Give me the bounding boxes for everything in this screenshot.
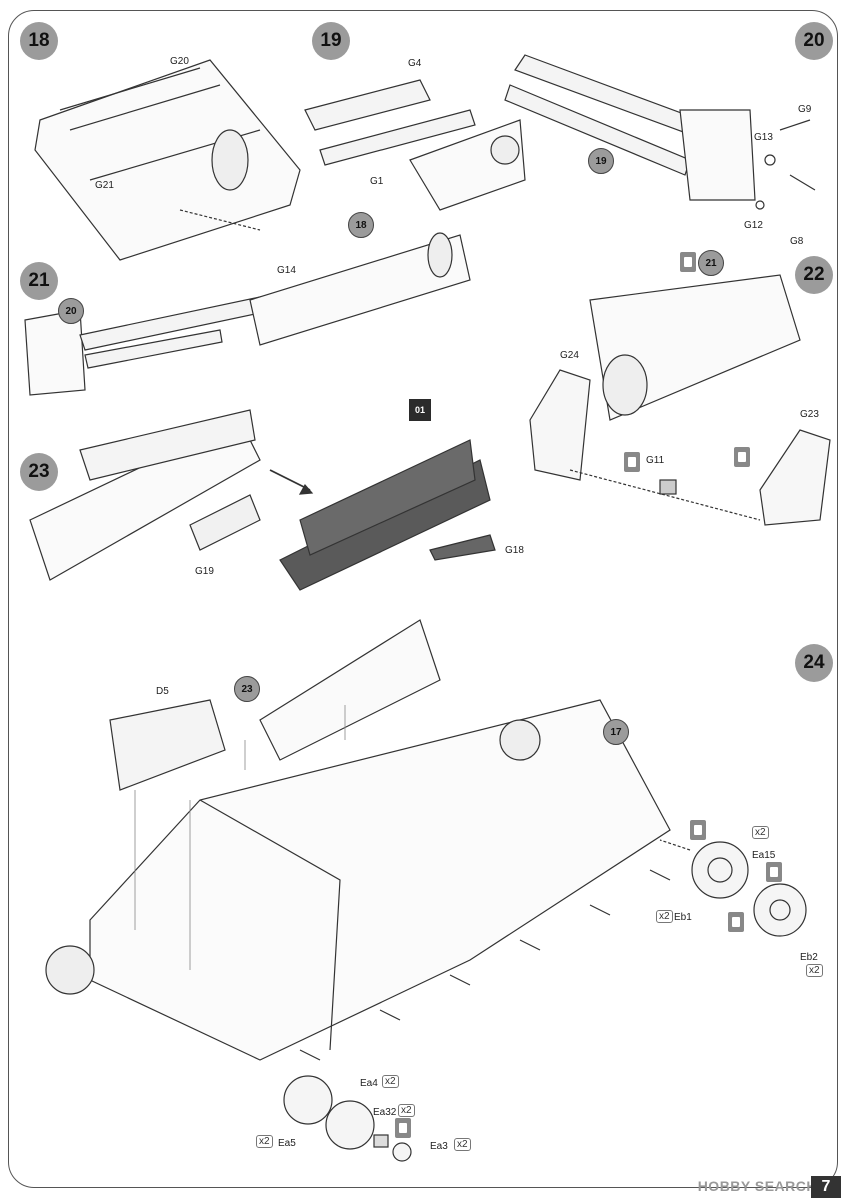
glue-icon xyxy=(766,862,782,882)
step-24-badge: 24 xyxy=(795,644,833,682)
page-number: 7 xyxy=(811,1176,841,1198)
part-g18-label: G18 xyxy=(505,545,524,556)
step-23-badge: 23 xyxy=(20,453,58,491)
ref-18-circle: 18 xyxy=(348,212,374,238)
glue-icon xyxy=(728,912,744,932)
footer-logo: HOBBY SEARCH xyxy=(697,1178,817,1194)
multiplier-x2: x2 xyxy=(256,1135,273,1148)
ref-23-circle: 23 xyxy=(234,676,260,702)
part-g9-label: G9 xyxy=(798,104,812,115)
part-g19-label: G19 xyxy=(195,566,214,577)
multiplier-x2: x2 xyxy=(656,910,673,923)
part-ea32-label: Ea32 xyxy=(373,1107,397,1118)
part-g24-label: G24 xyxy=(560,350,579,361)
part-eb2-label: Eb2 xyxy=(800,952,818,963)
step-20-badge: 20 xyxy=(795,22,833,60)
instruction-sheet-border xyxy=(8,10,838,1188)
part-g23-label: G23 xyxy=(800,409,819,420)
glue-icon xyxy=(734,447,750,467)
glue-icon xyxy=(624,452,640,472)
ref-20-circle: 20 xyxy=(58,298,84,324)
part-g12-label: G12 xyxy=(744,220,763,231)
part-ea4-label: Ea4 xyxy=(360,1078,378,1089)
part-ea5-label: Ea5 xyxy=(278,1138,296,1149)
glue-icon xyxy=(395,1118,411,1138)
multiplier-x2: x2 xyxy=(454,1138,471,1151)
step-21-badge: 21 xyxy=(20,262,58,300)
ref-21-circle: 21 xyxy=(698,250,724,276)
step-19-badge: 19 xyxy=(312,22,350,60)
multiplier-x2: x2 xyxy=(382,1075,399,1088)
ref-19-circle: 19 xyxy=(588,148,614,174)
part-g1-label: G1 xyxy=(370,176,384,187)
step-18-badge: 18 xyxy=(20,22,58,60)
part-g8-label: G8 xyxy=(790,236,804,247)
multiplier-x2: x2 xyxy=(806,964,823,977)
part-g14-label: G14 xyxy=(277,265,296,276)
part-g20-label: G20 xyxy=(170,56,189,67)
part-g21-label: G21 xyxy=(95,180,114,191)
multiplier-x2: x2 xyxy=(752,826,769,839)
part-ea15-label: Ea15 xyxy=(752,850,776,861)
part-ea3-label: Ea3 xyxy=(430,1141,448,1152)
part-d5-label: D5 xyxy=(156,686,169,697)
multiplier-x2: x2 xyxy=(398,1104,415,1117)
subassembly-01-tag: 01 xyxy=(409,399,431,421)
step-22-badge: 22 xyxy=(795,256,833,294)
ref-17-circle: 17 xyxy=(603,719,629,745)
part-g4-label: G4 xyxy=(408,58,422,69)
part-g13-label: G13 xyxy=(754,132,773,143)
glue-icon xyxy=(690,820,706,840)
glue-icon xyxy=(680,252,696,272)
part-eb1-label: Eb1 xyxy=(674,912,692,923)
part-g11-label: G11 xyxy=(646,455,665,466)
